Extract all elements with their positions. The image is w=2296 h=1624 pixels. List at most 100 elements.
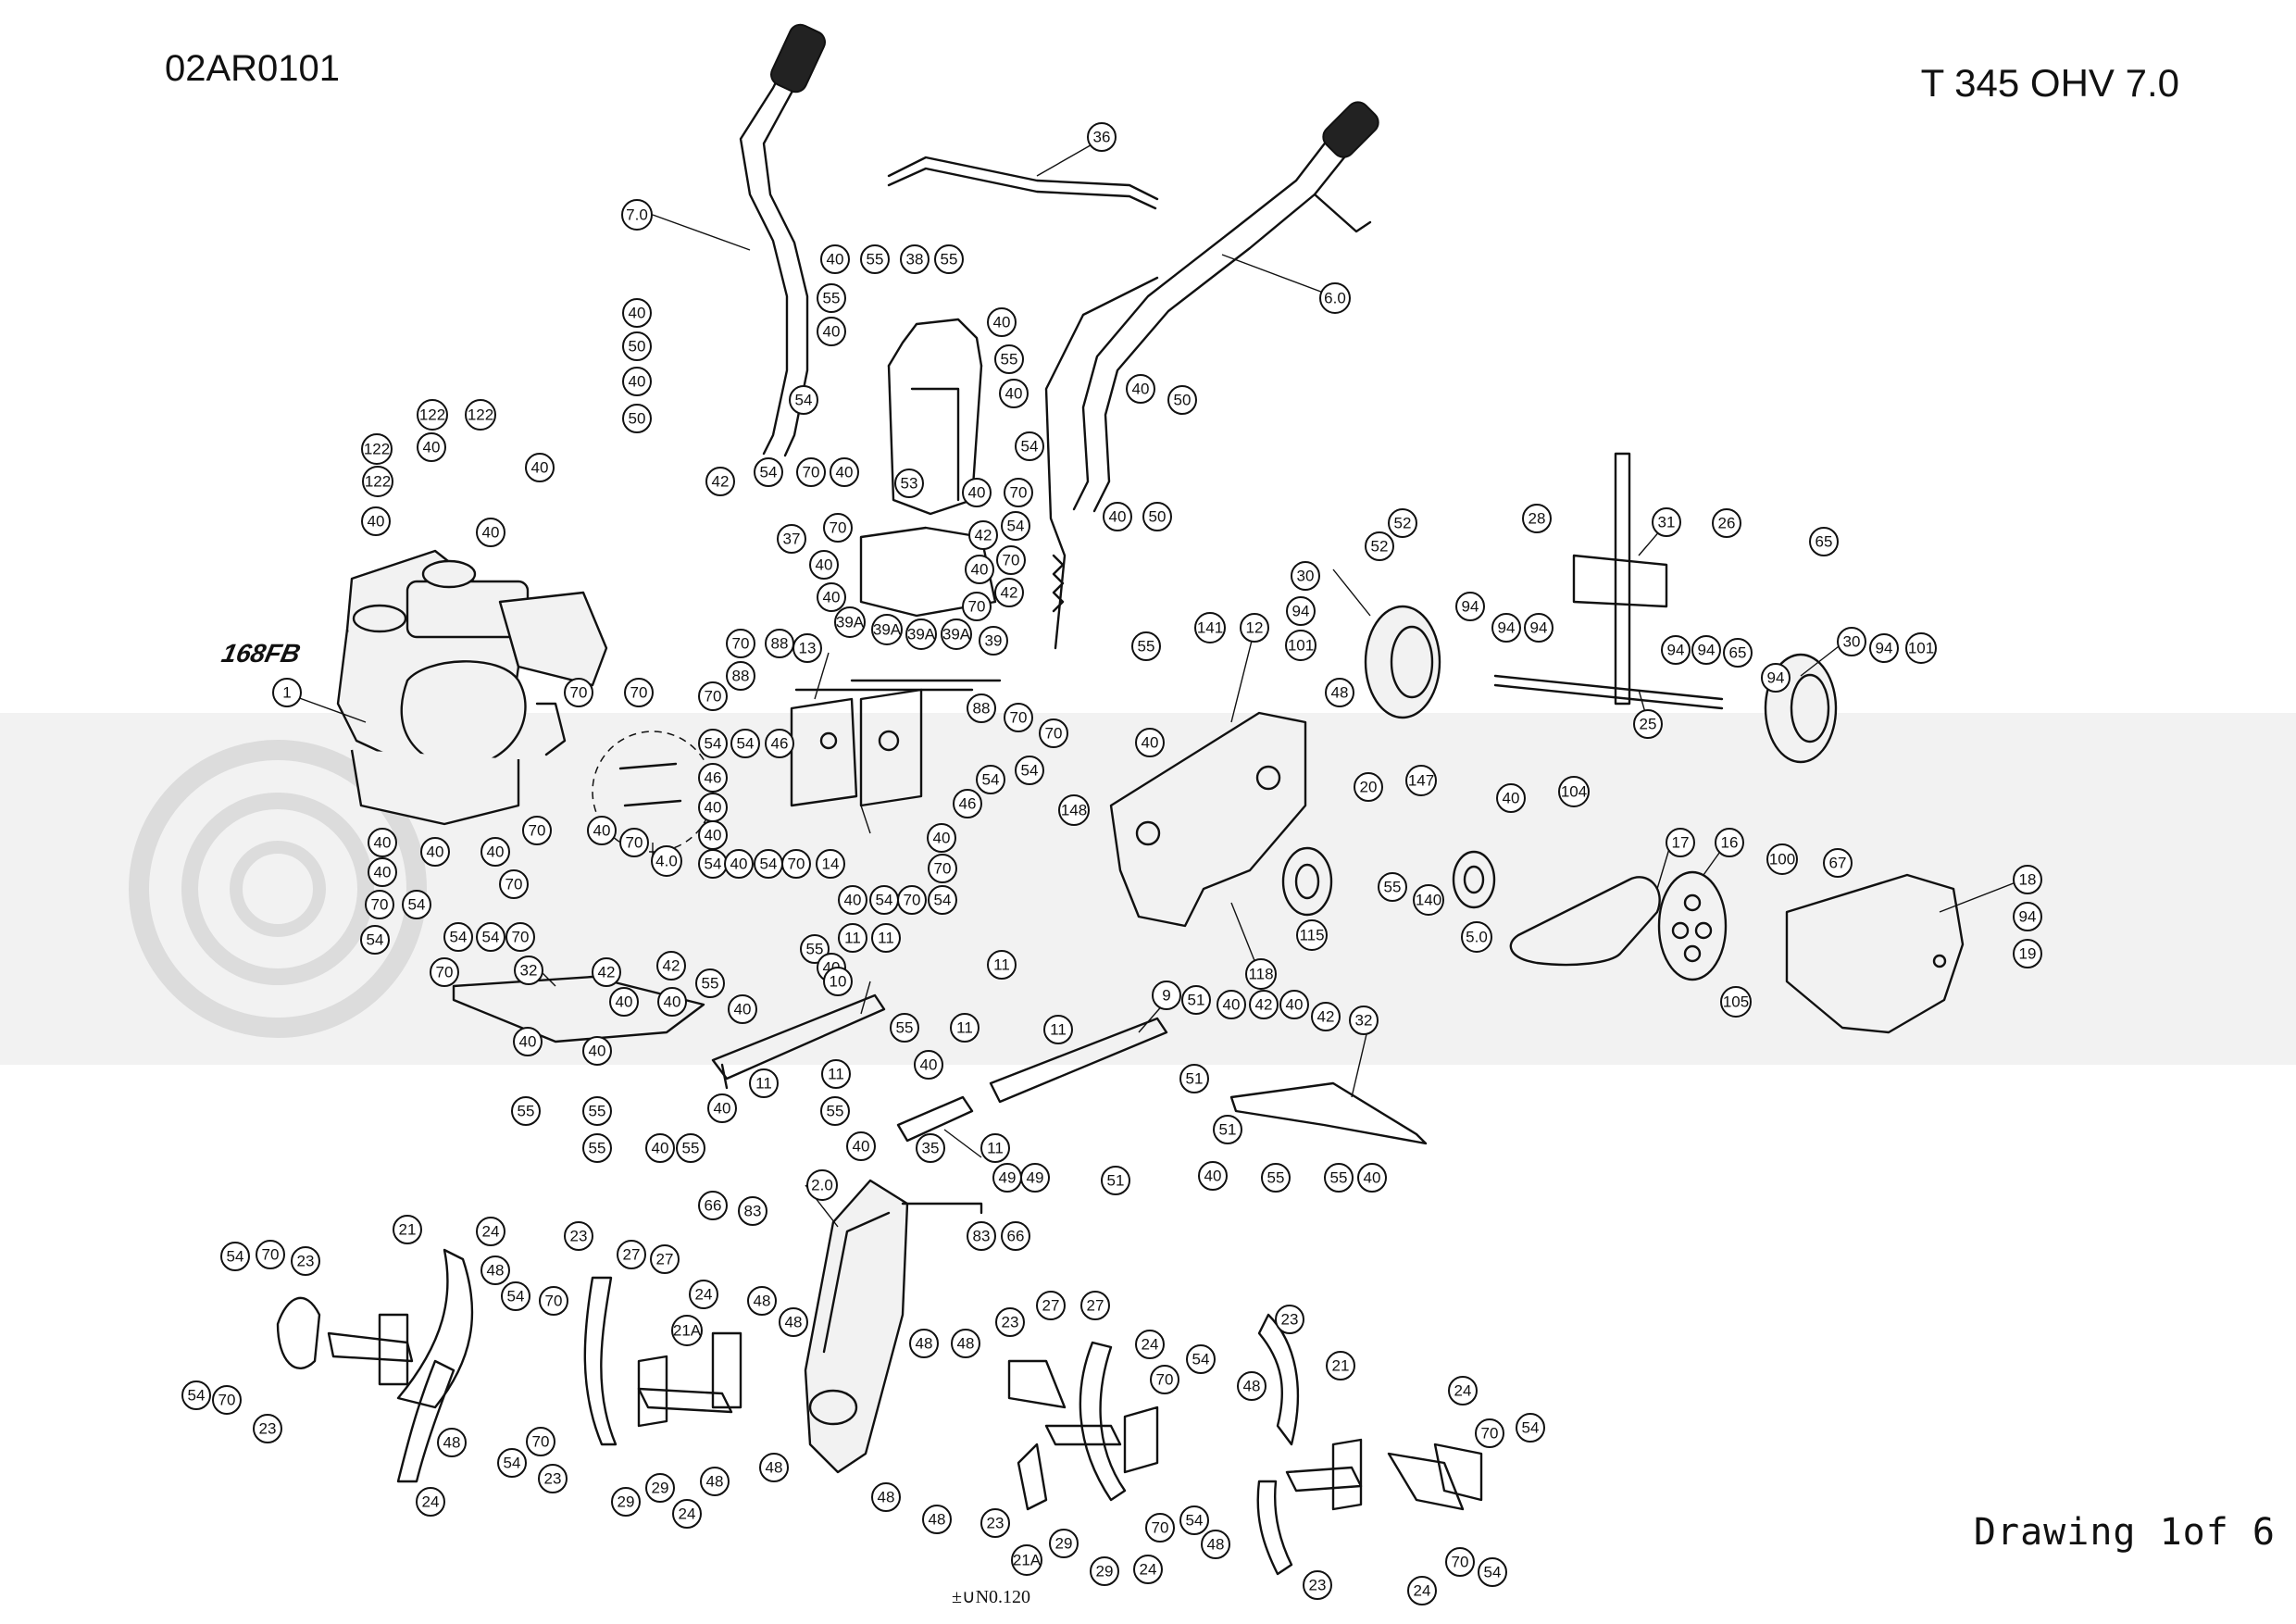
callout-32: 32: [514, 956, 543, 985]
callout-54: 54: [730, 729, 760, 758]
svg-text:51: 51: [1188, 992, 1205, 1009]
svg-text:40: 40: [844, 892, 862, 909]
callout-42: 42: [1311, 1002, 1341, 1031]
callout-49: 49: [1020, 1163, 1050, 1193]
svg-text:54: 54: [227, 1248, 244, 1266]
svg-text:24: 24: [1414, 1582, 1431, 1600]
callout-70: 70: [430, 957, 459, 987]
svg-text:49: 49: [999, 1169, 1017, 1187]
callout-48: 48: [759, 1453, 789, 1482]
svg-text:24: 24: [1142, 1336, 1159, 1354]
callout-55: 55: [582, 1096, 612, 1126]
svg-text:55: 55: [896, 1019, 914, 1037]
svg-text:54: 54: [450, 929, 468, 946]
svg-text:40: 40: [734, 1001, 752, 1018]
callout-40: 40: [846, 1131, 876, 1161]
svg-text:54: 54: [1021, 762, 1039, 780]
svg-text:23: 23: [259, 1420, 277, 1438]
callout-23: 23: [253, 1414, 282, 1443]
svg-text:54: 54: [982, 771, 1000, 789]
callout-55: 55: [1261, 1163, 1291, 1193]
callout-50: 50: [622, 331, 652, 361]
callout-27: 27: [1080, 1291, 1110, 1320]
callout-37: 37: [777, 524, 806, 554]
svg-text:32: 32: [1355, 1012, 1373, 1030]
callout-55: 55: [1378, 872, 1407, 902]
svg-text:46: 46: [959, 795, 977, 813]
svg-text:48: 48: [916, 1335, 933, 1353]
callout-54: 54: [360, 925, 390, 955]
svg-text:54: 54: [876, 892, 893, 909]
callout-40: 40: [1357, 1163, 1387, 1193]
svg-text:39: 39: [985, 632, 1003, 650]
svg-text:27: 27: [623, 1246, 641, 1264]
svg-text:40: 40: [968, 484, 986, 502]
svg-text:148: 148: [1061, 802, 1087, 819]
callout-29: 29: [1049, 1529, 1079, 1558]
callout-148: 148: [1058, 794, 1090, 826]
callout-21: 21: [1326, 1351, 1355, 1380]
svg-text:88: 88: [732, 668, 750, 685]
callout-40: 40: [417, 432, 446, 462]
svg-text:54: 54: [1484, 1564, 1502, 1581]
callout-104: 104: [1558, 776, 1590, 807]
svg-text:42: 42: [1255, 996, 1273, 1014]
svg-text:26: 26: [1718, 515, 1736, 532]
callout-40: 40: [838, 885, 867, 915]
drawing-number: Drawing 1of 6: [1973, 1511, 2276, 1554]
svg-text:70: 70: [830, 519, 847, 537]
svg-text:141: 141: [1197, 619, 1223, 637]
callout-42: 42: [968, 520, 998, 550]
svg-text:94: 94: [1498, 619, 1516, 637]
callout-54: 54: [181, 1380, 211, 1410]
callout-40: 40: [1217, 990, 1246, 1019]
svg-text:40: 40: [1286, 996, 1304, 1014]
svg-text:24: 24: [482, 1223, 500, 1241]
svg-text:42: 42: [598, 964, 616, 981]
svg-text:21: 21: [399, 1221, 417, 1239]
transmission-2: [804, 1179, 983, 1474]
callout-53: 53: [894, 468, 924, 498]
svg-text:40: 40: [705, 799, 722, 817]
svg-text:94: 94: [1292, 603, 1310, 620]
callout-51: 51: [1213, 1115, 1242, 1144]
callout-32: 32: [1349, 1006, 1379, 1035]
handlebar-left-7: [739, 23, 826, 457]
callout-94: 94: [2013, 902, 2042, 931]
callout-23: 23: [980, 1508, 1010, 1538]
svg-text:48: 48: [706, 1473, 724, 1491]
svg-text:70: 70: [626, 834, 643, 852]
callout-27: 27: [1036, 1291, 1066, 1320]
callout-49: 49: [992, 1163, 1022, 1193]
svg-text:88: 88: [973, 700, 991, 718]
callout-1: 1: [272, 678, 302, 707]
svg-text:17: 17: [1672, 834, 1690, 852]
callout-101: 101: [1285, 630, 1316, 661]
svg-text:115: 115: [1299, 927, 1324, 944]
svg-text:29: 29: [1096, 1563, 1114, 1580]
callout-42: 42: [994, 578, 1024, 607]
svg-text:29: 29: [1055, 1535, 1073, 1553]
svg-text:70: 70: [788, 856, 805, 873]
callout-52: 52: [1388, 508, 1417, 538]
svg-text:122: 122: [364, 441, 390, 458]
svg-text:40: 40: [823, 589, 841, 606]
document-id: 02AR0101: [165, 48, 341, 89]
callout-24: 24: [1407, 1576, 1437, 1605]
svg-text:42: 42: [1001, 584, 1018, 602]
callout-51: 51: [1181, 985, 1211, 1015]
svg-text:14: 14: [822, 856, 840, 873]
svg-text:24: 24: [695, 1286, 713, 1304]
svg-text:70: 70: [532, 1433, 550, 1451]
svg-text:40: 40: [427, 843, 444, 861]
svg-text:11: 11: [956, 1019, 973, 1037]
svg-text:51: 51: [1186, 1070, 1204, 1088]
callout-40: 40: [525, 453, 555, 482]
callout-54: 54: [497, 1448, 527, 1478]
callout-16: 16: [1715, 828, 1744, 857]
svg-text:70: 70: [529, 822, 546, 840]
callout-94: 94: [1491, 613, 1521, 643]
belt-guard-12: [1109, 711, 1307, 928]
callout-21: 21: [393, 1215, 422, 1244]
svg-text:48: 48: [487, 1262, 505, 1280]
